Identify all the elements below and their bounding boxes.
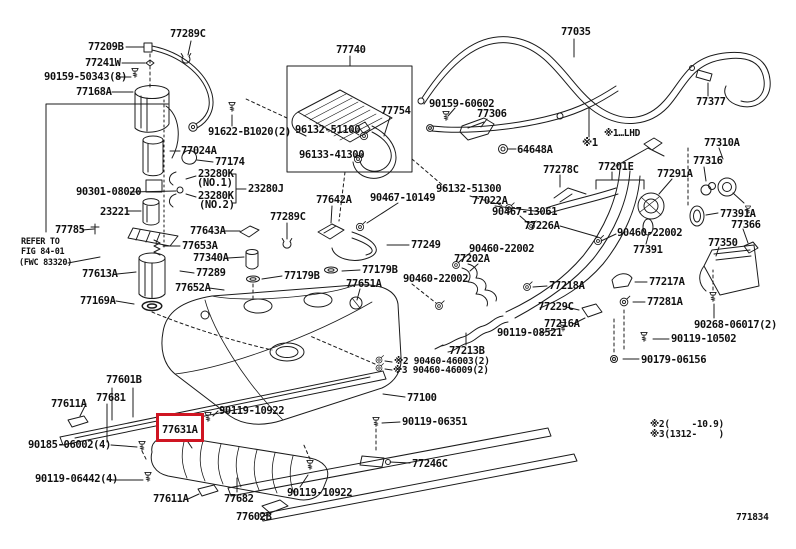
refer-note-line1: REFER TO (21, 237, 60, 247)
part-label-77643A[interactable]: 77643A (190, 225, 226, 237)
part-label-90119-10502[interactable]: 90119-10502 (671, 333, 737, 345)
part-label-77201E[interactable]: 77201E (598, 161, 634, 173)
part-label-77249[interactable]: 77249 (411, 239, 441, 251)
note-marker-1: ※1 (582, 137, 598, 149)
part-label-90119-10922-2[interactable]: 90119-10922 (287, 487, 353, 499)
part-label-77602B[interactable]: 77602B (236, 511, 272, 523)
part-label-77631A[interactable]: 77631A (162, 424, 198, 436)
part-label-77169A[interactable]: 77169A (80, 295, 116, 307)
tank-braces-and-protector (59, 283, 578, 522)
part-label-77209B[interactable]: 77209B (88, 41, 124, 53)
footnote-2: ※2( -10.9) (650, 419, 724, 430)
part-label-77366[interactable]: 77366 (731, 219, 761, 231)
part-label-77241W[interactable]: 77241W (85, 57, 121, 69)
part-label-77218A[interactable]: 77218A (549, 280, 585, 292)
part-label-77611A-2[interactable]: 77611A (153, 493, 189, 505)
part-label-77179B-1[interactable]: 77179B (284, 270, 320, 282)
part-label-77391[interactable]: 77391 (633, 244, 663, 256)
part-label-90467-10149[interactable]: 90467-10149 (370, 192, 436, 204)
part-label-77100[interactable]: 77100 (407, 392, 437, 404)
part-label-90159-60602[interactable]: 90159-60602 (429, 98, 495, 110)
part-label-77024A[interactable]: 77024A (181, 145, 217, 157)
part-label-77213B[interactable]: 77213B (449, 345, 485, 357)
part-label-77217A[interactable]: 77217A (649, 276, 685, 288)
part-label-77613A[interactable]: 77613A (82, 268, 118, 280)
part-label-77179B-2[interactable]: 77179B (362, 264, 398, 276)
part-label-77022A[interactable]: 77022A (472, 195, 508, 207)
part-label-77035[interactable]: 77035 (561, 26, 591, 38)
part-label-90467-13061[interactable]: 90467-13061 (492, 206, 558, 218)
part-label-90301-08020[interactable]: 90301-08020 (76, 186, 142, 198)
diagram-code: 771834 (736, 512, 769, 523)
part-label-77316[interactable]: 77316 (693, 155, 723, 167)
part-label-77174[interactable]: 77174 (215, 156, 245, 168)
part-label-77202A[interactable]: 77202A (454, 253, 490, 265)
part-label-23280K-2[interactable]: 23280K (198, 190, 234, 202)
part-label-23280K-1[interactable]: 23280K (198, 168, 234, 180)
refer-note-line2: FIG 84-01 (21, 247, 65, 257)
part-label-64648A[interactable]: 64648A (517, 144, 553, 156)
part-label-96132-51300[interactable]: 96132-51300 (436, 183, 502, 195)
part-label-96132-51100[interactable]: 96132-51100 (295, 124, 361, 136)
note-lhd: ※1…LHD (604, 128, 641, 139)
part-label-77681[interactable]: 77681 (96, 392, 126, 404)
part-label-77754[interactable]: 77754 (381, 105, 411, 117)
part-label-90119-08521[interactable]: 90119-08521 (497, 327, 563, 339)
part-label-90185-06002[interactable]: 90185-06002(4) (28, 439, 111, 451)
part-label-77278C[interactable]: 77278C (543, 164, 579, 176)
part-label-77291A[interactable]: 77291A (657, 168, 693, 180)
part-label-77229C[interactable]: 77229C (538, 301, 574, 313)
part-label-77289[interactable]: 77289 (196, 267, 226, 279)
part-label-77310A[interactable]: 77310A (704, 137, 740, 149)
fuel-pump-module-detail (45, 42, 273, 351)
part-label-90119-06442[interactable]: 90119-06442(4) (35, 473, 118, 485)
part-label-90159-50343[interactable]: 90159-50343(8) (44, 71, 127, 83)
part-label-77651A[interactable]: 77651A (346, 278, 382, 290)
part-label-90460-22002-1[interactable]: 90460-22002 (617, 227, 683, 239)
spec-note-3: ※3 90460-46009(2) (393, 365, 489, 376)
part-label-77216A[interactable]: 77216A (544, 318, 580, 330)
footnote-3: ※3(1312- ) (650, 429, 724, 440)
part-label-77377[interactable]: 77377 (696, 96, 726, 108)
breather-hose-assembly (417, 36, 771, 154)
fuel-tank (161, 266, 444, 425)
part-label-77642A[interactable]: 77642A (316, 194, 352, 206)
part-label-90460-22002-3[interactable]: 90460-22002 (403, 273, 469, 285)
part-label-23280J[interactable]: 23280J (248, 183, 284, 195)
part-label-77168A[interactable]: 77168A (76, 86, 112, 98)
part-label-23221[interactable]: 23221 (100, 206, 130, 218)
part-label-77289C-1[interactable]: 77289C (170, 28, 206, 40)
part-label-90179-06156[interactable]: 90179-06156 (641, 354, 707, 366)
part-label-77350[interactable]: 77350 (708, 237, 738, 249)
refer-note-line3: (FWC 83320) (19, 258, 72, 268)
part-label-77682[interactable]: 77682 (224, 493, 254, 505)
part-label-23280K-no2: (NO.2) (199, 199, 235, 211)
part-label-77306[interactable]: 77306 (477, 108, 507, 120)
part-label-77601B[interactable]: 77601B (106, 374, 142, 386)
part-label-77281A[interactable]: 77281A (647, 296, 683, 308)
part-label-90460-22002-2[interactable]: 90460-22002 (469, 243, 535, 255)
part-label-77340A[interactable]: 77340A (193, 252, 229, 264)
filler-pipe-assembly (281, 137, 760, 363)
part-label-77785[interactable]: 77785 (55, 224, 85, 236)
part-label-23280K-no1: (NO.1) (197, 177, 233, 189)
part-label-77246C[interactable]: 77246C (412, 458, 448, 470)
part-label-77289C-2[interactable]: 77289C (270, 211, 306, 223)
leader-lines (67, 38, 749, 518)
part-label-77226A[interactable]: 77226A (524, 220, 560, 232)
selected-part-highlight-77631A[interactable]: 77631A (156, 413, 204, 442)
part-label-91622-B1020[interactable]: 91622-B1020(2) (208, 126, 291, 138)
part-label-77652A[interactable]: 77652A (175, 282, 211, 294)
part-label-77740[interactable]: 77740 (336, 44, 366, 56)
part-label-77391A[interactable]: 77391A (720, 208, 756, 220)
part-label-90268-06017[interactable]: 90268-06017(2) (694, 319, 777, 331)
part-label-77653A[interactable]: 77653A (182, 240, 218, 252)
part-label-77611A-1[interactable]: 77611A (51, 398, 87, 410)
spec-note-2: ※2 90460-46003(2) (394, 356, 490, 367)
part-label-96133-41300[interactable]: 96133-41300 (299, 149, 365, 161)
part-label-90119-06351[interactable]: 90119-06351 (402, 416, 468, 428)
part-label-90119-10922-1[interactable]: 90119-10922 (219, 405, 285, 417)
